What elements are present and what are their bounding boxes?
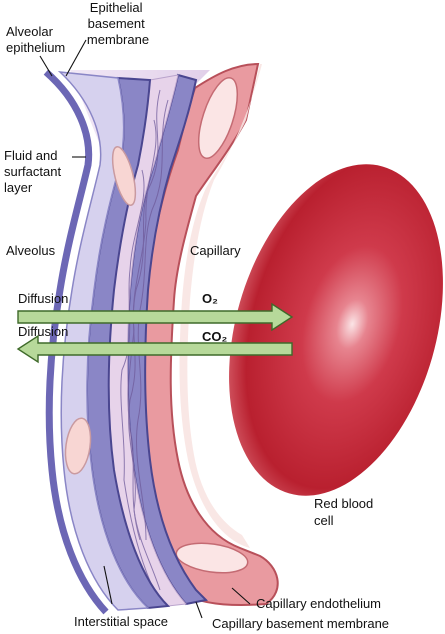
epithelial-nucleus-top xyxy=(111,146,137,206)
fluid-surfactant-label: Fluid and surfactant layer xyxy=(4,148,65,195)
capillary-endothelium-label: Capillary endothelium xyxy=(256,596,381,611)
diffusion-bottom-label: Diffusion xyxy=(18,324,68,339)
epithelial-nucleus-bottom xyxy=(64,417,92,475)
fluid-surfactant-layer xyxy=(43,69,109,615)
leader-capillary-basement xyxy=(195,601,203,619)
alveolar-epithelium-label: Alveolar epithelium xyxy=(6,24,65,55)
leader-alveolar-epithelium xyxy=(39,55,53,77)
o2-label: O₂ xyxy=(202,291,218,306)
co2-diffusion-arrow xyxy=(16,334,293,364)
co2-label: CO₂ xyxy=(202,329,228,344)
alveolar-epithelium-layer xyxy=(57,71,150,611)
leader-capillary-endothelium xyxy=(231,587,251,605)
interstitial-fibers xyxy=(120,89,169,591)
alveolus-label: Alveolus xyxy=(6,243,56,258)
leader-interstitial-space xyxy=(103,565,113,605)
interstitial-space-label: Interstitial space xyxy=(74,614,168,629)
capillary-label: Capillary xyxy=(190,243,241,258)
diffusion-top-label: Diffusion xyxy=(18,291,68,306)
leader-epithelial-basement xyxy=(65,39,87,77)
o2-diffusion-arrow xyxy=(17,302,294,332)
red-blood-cell xyxy=(229,164,443,496)
endothelial-nucleus-top xyxy=(197,77,239,159)
red-blood-cell-label: Red blood cell xyxy=(314,496,377,528)
capillary-basement-membrane-label: Capillary basement membrane xyxy=(212,616,389,631)
epithelial-basement-membrane-label: Epithelial basement membrane xyxy=(87,0,149,47)
endothelial-nucleus-bottom xyxy=(175,542,249,574)
